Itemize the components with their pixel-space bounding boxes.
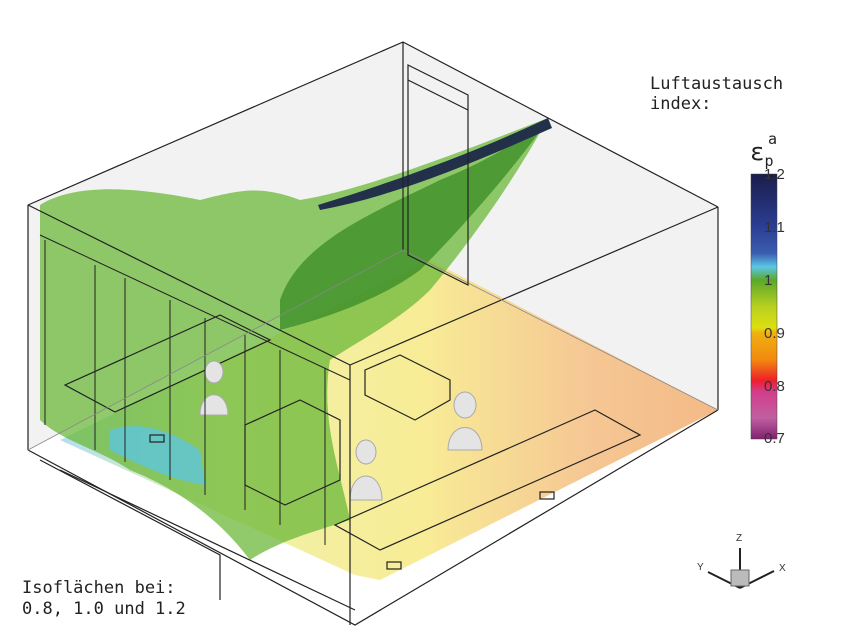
occupant-figures [199,360,483,501]
isosurface-1-2 [318,118,552,210]
colorbar-tick: 0.8 [764,378,785,395]
caption: Isoflächen bei: 0.8, 1.0 und 1.2 [22,578,186,620]
colorbar-tick: 1.1 [764,219,785,236]
room-wireframe [27,41,719,626]
colorbar-tick: 0.9 [764,325,785,342]
axis-label-x: X [779,563,786,574]
colorbar-tick: 1.2 [764,166,785,183]
axis-label-y: Y [697,562,704,573]
isosurface-dark-region [280,120,548,330]
legend-title: Luftaustausch index: [650,74,784,114]
colorbar-tick: 0.7 [764,430,785,447]
colorbar-tick: 1 [764,272,773,289]
isosurface-0-8-blue [110,426,205,485]
axis-label-z: Z [736,533,743,544]
caption-line-1: Isoflächen bei: [22,578,176,598]
colorbar [750,173,778,440]
axes-triad-cube-icon [730,569,750,587]
caption-line-2: 0.8, 1.0 und 1.2 [22,599,186,619]
window-mullions [39,234,351,545]
